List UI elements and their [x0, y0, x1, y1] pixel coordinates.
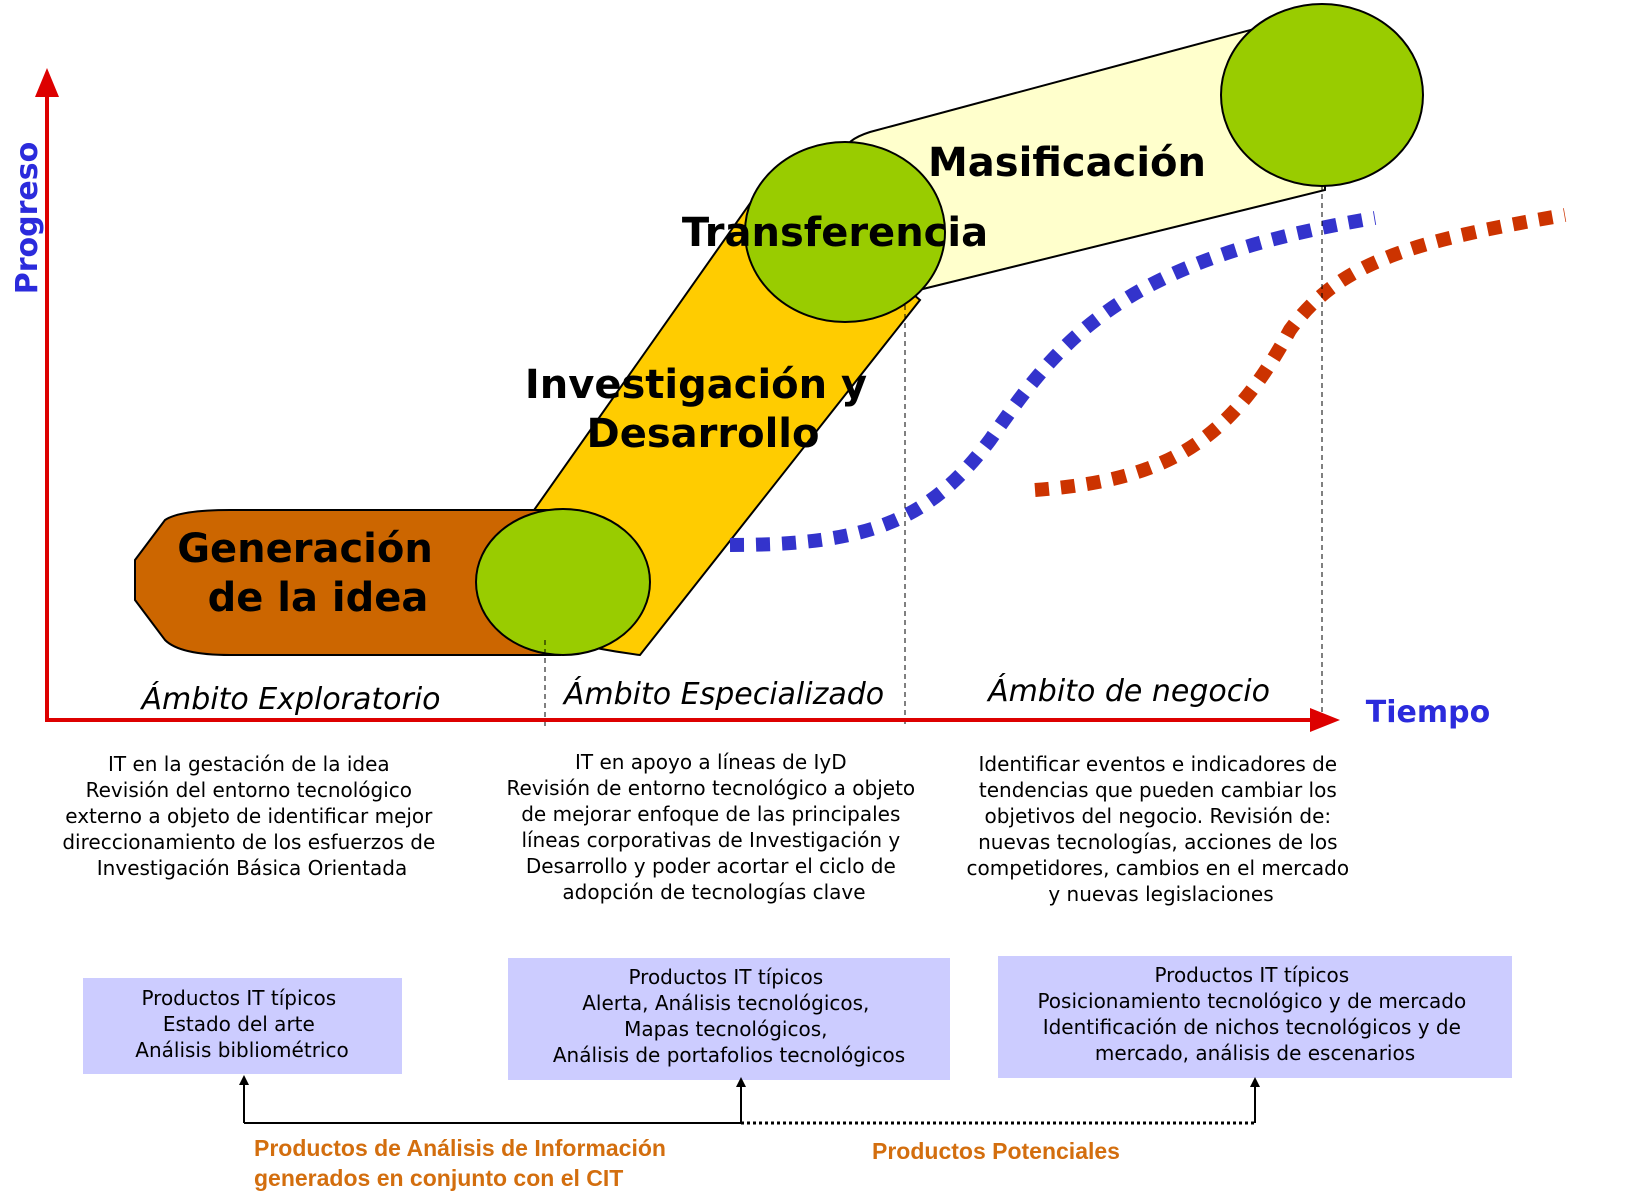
- desc-negocio: Identificar eventos e indicadores de ten…: [967, 752, 1356, 906]
- red-s-curve: [1034, 208, 1567, 497]
- desc-especializado: IT en apoyo a líneas de IyD Revisión de …: [506, 750, 921, 904]
- stage-idea-label: Generación de la idea: [177, 526, 447, 621]
- masificacion-end-circle: [1220, 3, 1424, 187]
- bottom-generated-label: Productos de Análisis de Información gen…: [254, 1135, 672, 1191]
- products-box-exploratorio: [83, 978, 402, 1074]
- stage-transfer-label: Transferencia: [682, 210, 988, 256]
- x-axis-arrowhead: [1310, 708, 1340, 732]
- bottom-potential-label: Productos Potenciales: [872, 1138, 1120, 1164]
- products-negocio: Productos IT típicos Posicionamiento tec…: [1037, 963, 1472, 1065]
- idea-cylinder: [134, 509, 561, 656]
- stage-iyd-label: Investigación y Desarrollo: [525, 362, 881, 457]
- products-especializado: Productos IT típicos Alerta, Análisis te…: [553, 965, 905, 1067]
- blue-s-curve: [729, 211, 1377, 552]
- desc-exploratorio: IT en la gestación de la idea Revisión d…: [62, 752, 441, 880]
- products-box-negocio: [998, 956, 1512, 1078]
- y-axis-label: Progreso: [10, 142, 45, 294]
- stage-mass-label: Masificación: [928, 140, 1206, 186]
- transfer-circle: [744, 141, 946, 323]
- ambito-exploratorio: Ámbito Exploratorio: [139, 681, 440, 717]
- y-axis-arrowhead: [35, 68, 59, 97]
- products-box-especializado: [508, 958, 950, 1080]
- idea-end-circle: [475, 508, 651, 656]
- ambito-negocio: Ámbito de negocio: [986, 673, 1270, 709]
- x-axis-label: Tiempo: [1366, 695, 1490, 730]
- products-exploratorio: Productos IT típicos Estado del arte Aná…: [135, 986, 348, 1062]
- ambito-especializado: Ámbito Especializado: [562, 676, 884, 712]
